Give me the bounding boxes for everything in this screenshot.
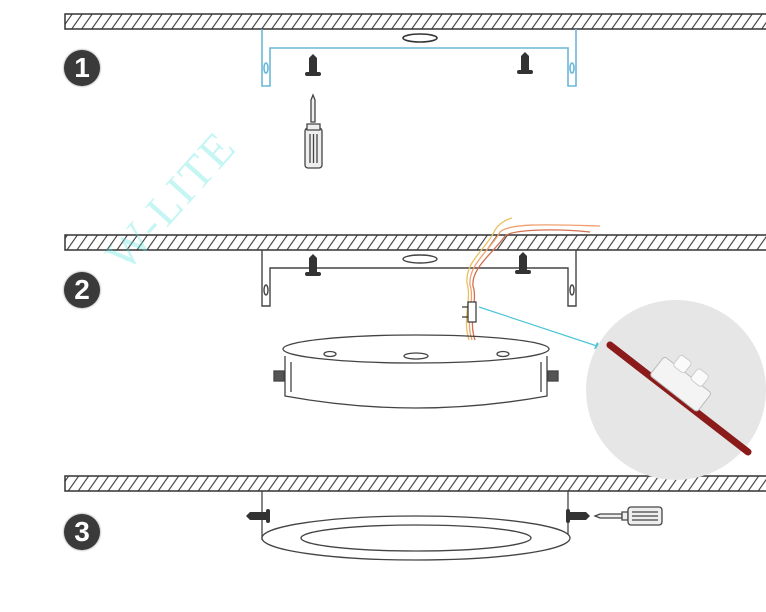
screw-icon	[246, 509, 590, 523]
wire-connector	[462, 301, 477, 323]
ceiling-lamp-step-3	[261, 491, 571, 561]
mounting-bracket-step-2	[261, 250, 577, 307]
mounting-bracket-step-1	[261, 29, 577, 87]
callout-arrow	[478, 306, 603, 349]
screwdriver-icon	[304, 93, 323, 169]
screw-icon	[305, 252, 531, 276]
ceiling-step-3	[64, 475, 766, 492]
screwdriver-icon	[593, 506, 663, 526]
ceiling-lamp-step-2	[273, 334, 559, 409]
step-number-1: 1	[64, 50, 100, 86]
connector-closeup	[586, 300, 766, 480]
screw-icon	[305, 52, 533, 76]
step-number-2: 2	[64, 272, 100, 308]
ceiling-step-2	[64, 234, 766, 251]
step-number-3: 3	[64, 514, 100, 550]
ceiling-step-1	[64, 13, 766, 30]
